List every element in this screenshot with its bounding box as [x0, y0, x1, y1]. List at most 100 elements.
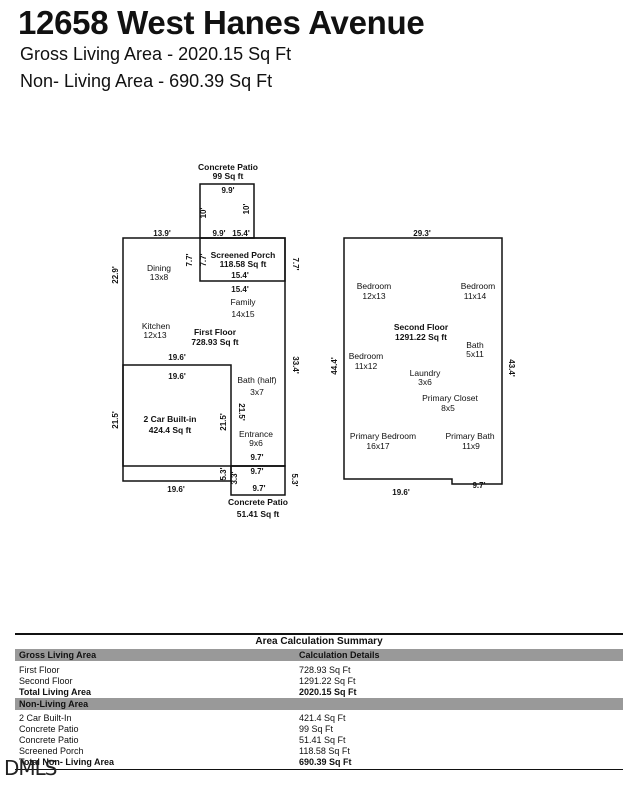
dim-top-left: 13.9' [153, 229, 171, 238]
patio-top-name: Concrete Patio [198, 162, 258, 172]
dim-entrance-bottom: 9.7' [250, 453, 263, 462]
bath-half-size: 3x7 [250, 387, 264, 397]
row-label: 2 Car Built-In [19, 713, 72, 723]
sf-bath-name: Bath [466, 340, 484, 350]
summary-row: Second Floor 1291.22 Sq Ft [15, 676, 623, 687]
sf-closet-size: 8x5 [441, 403, 455, 413]
non-header: Non-Living Area [19, 699, 89, 709]
sf-second-floor-area: 1291.22 Sq ft [395, 332, 447, 342]
dim-garage-right2: 21.5' [237, 403, 246, 421]
dmls-watermark: DMLS [4, 756, 57, 780]
dim-kitchen-bottom: 19.6' [168, 353, 186, 362]
sf-dim-right: 43.4' [507, 359, 516, 377]
dim-patio-bottom-top: 9.7' [250, 467, 263, 476]
sf-bed2-name: Bedroom [461, 281, 496, 291]
family-name: Family [230, 297, 256, 307]
summary-total-row: Total Non- Living Area 690.39 Sq Ft [15, 757, 623, 768]
gross-living-subtitle: Gross Living Area - 2020.15 Sq Ft [20, 44, 292, 64]
second-floor-outline [343, 237, 503, 485]
dim-porch-bottom: 15.4' [231, 271, 249, 280]
sf-second-floor-name: Second Floor [394, 322, 449, 332]
row-label: Total Non- Living Area [19, 757, 115, 767]
family-size: 14x15 [231, 309, 254, 319]
gross-header: Gross Living Area [19, 650, 97, 660]
row-value: 2020.15 Sq Ft [299, 687, 357, 697]
patio-bottom-area: 51.41 Sq ft [237, 509, 280, 519]
dim-top-mid: 9.9' [212, 229, 225, 238]
screened-porch-area: 118.58 Sq ft [220, 259, 267, 269]
summary-top-rule [15, 633, 623, 635]
dim-garage-bottom: 19.6' [167, 485, 185, 494]
sf-primary-bath-size: 11x9 [462, 441, 480, 451]
patio-bottom-name: Concrete Patio [228, 497, 288, 507]
dim-top-right: 15.4' [232, 229, 250, 238]
dim-garage-right: 21.5' [219, 413, 228, 431]
non-header-bar: Non-Living Area [15, 698, 623, 710]
area-summary-table: Area Calculation Summary Gross Living Ar… [15, 633, 623, 770]
sf-primary-bed-size: 16x17 [366, 441, 389, 451]
non-living-subtitle: Non- Living Area - 690.39 Sq Ft [20, 71, 273, 91]
dim-porch-inner: 7.7' [199, 253, 208, 266]
sf-closet-name: Primary Closet [422, 393, 478, 403]
row-label: Second Floor [19, 676, 73, 686]
dim-patio-bottom-inner: 3.3' [230, 471, 239, 484]
sf-dim-bottom-left: 19.6' [392, 488, 410, 497]
sf-dim-bottom-right: 9.7' [472, 481, 485, 490]
summary-title: Area Calculation Summary [255, 636, 383, 647]
row-value: 728.93 Sq Ft [299, 665, 351, 675]
row-value: 118.58 Sq Ft [299, 746, 350, 756]
row-value: 690.39 Sq Ft [299, 757, 352, 767]
row-value: 421.4 Sq Ft [299, 713, 346, 723]
sf-bed2-size: 11x14 [464, 291, 487, 301]
entrance-size: 9x6 [249, 438, 263, 448]
gross-header-bar: Gross Living Area Calculation Details [15, 649, 623, 661]
patio-top-width: 9.9' [221, 186, 234, 195]
row-label: Concrete Patio [19, 735, 79, 745]
first-floor-area: 728.93 Sq ft [191, 337, 238, 347]
dim-garage-top: 19.6' [168, 372, 186, 381]
floor-plan-diagram: Concrete Patio 99 Sq ft 9.9' 10' 10' 13.… [111, 162, 516, 519]
row-value: 51.41 Sq Ft [299, 735, 346, 745]
sf-laundry-size: 3x6 [418, 377, 432, 387]
dim-patio-bottom-width: 9.7' [252, 484, 265, 493]
sf-dim-left: 44.4' [330, 357, 339, 375]
sf-bed1-size: 12x13 [362, 291, 385, 301]
sf-dim-top: 29.3' [413, 229, 431, 238]
first-floor-name: First Floor [194, 327, 237, 337]
summary-total-row: Total Living Area 2020.15 Sq Ft [15, 687, 623, 698]
row-label: Screened Porch [19, 746, 84, 756]
summary-row: Concrete Patio 99 Sq Ft [15, 724, 623, 735]
row-label: Total Living Area [19, 687, 92, 697]
sf-laundry-name: Laundry [410, 368, 441, 378]
dining-name: Dining [147, 263, 171, 273]
summary-bottom-rule [15, 769, 623, 770]
kitchen-name: Kitchen [142, 321, 171, 331]
garage-name: 2 Car Built-in [144, 414, 197, 424]
summary-row: Screened Porch 118.58 Sq Ft [15, 746, 623, 757]
dim-right-side: 33.4' [291, 356, 300, 374]
entrance-name: Entrance [239, 429, 273, 439]
row-value: 99 Sq Ft [299, 724, 334, 734]
first-floor-plan [122, 183, 286, 496]
bath-half-name: Bath (half) [237, 375, 276, 385]
screened-porch-name: Screened Porch [211, 250, 276, 260]
dim-patio-bottom-left: 5.3' [219, 467, 228, 480]
patio-top-right-dim: 10' [242, 204, 251, 215]
patio-top-area: 99 Sq ft [213, 171, 244, 181]
patio-top-left-dim: 10' [199, 208, 208, 219]
sf-bath-size: 5x11 [466, 349, 484, 359]
sf-bed3-name: Bedroom [349, 351, 384, 361]
garage-area: 424.4 Sq ft [149, 425, 192, 435]
dining-size: 13x8 [150, 272, 169, 282]
dim-garage-left: 21.5' [111, 411, 120, 429]
address-title: 12658 West Hanes Avenue [18, 4, 425, 41]
screened-porch-outline [199, 237, 286, 282]
dim-porch-right: 7.7' [291, 257, 300, 270]
garage-outline [122, 364, 232, 482]
sf-bed3-size: 11x12 [355, 361, 378, 371]
dim-porch-left: 7.7' [185, 253, 194, 266]
sf-primary-bed-name: Primary Bedroom [350, 431, 416, 441]
calc-header: Calculation Details [299, 650, 380, 660]
kitchen-size: 12x13 [143, 330, 166, 340]
row-label: Concrete Patio [19, 724, 79, 734]
